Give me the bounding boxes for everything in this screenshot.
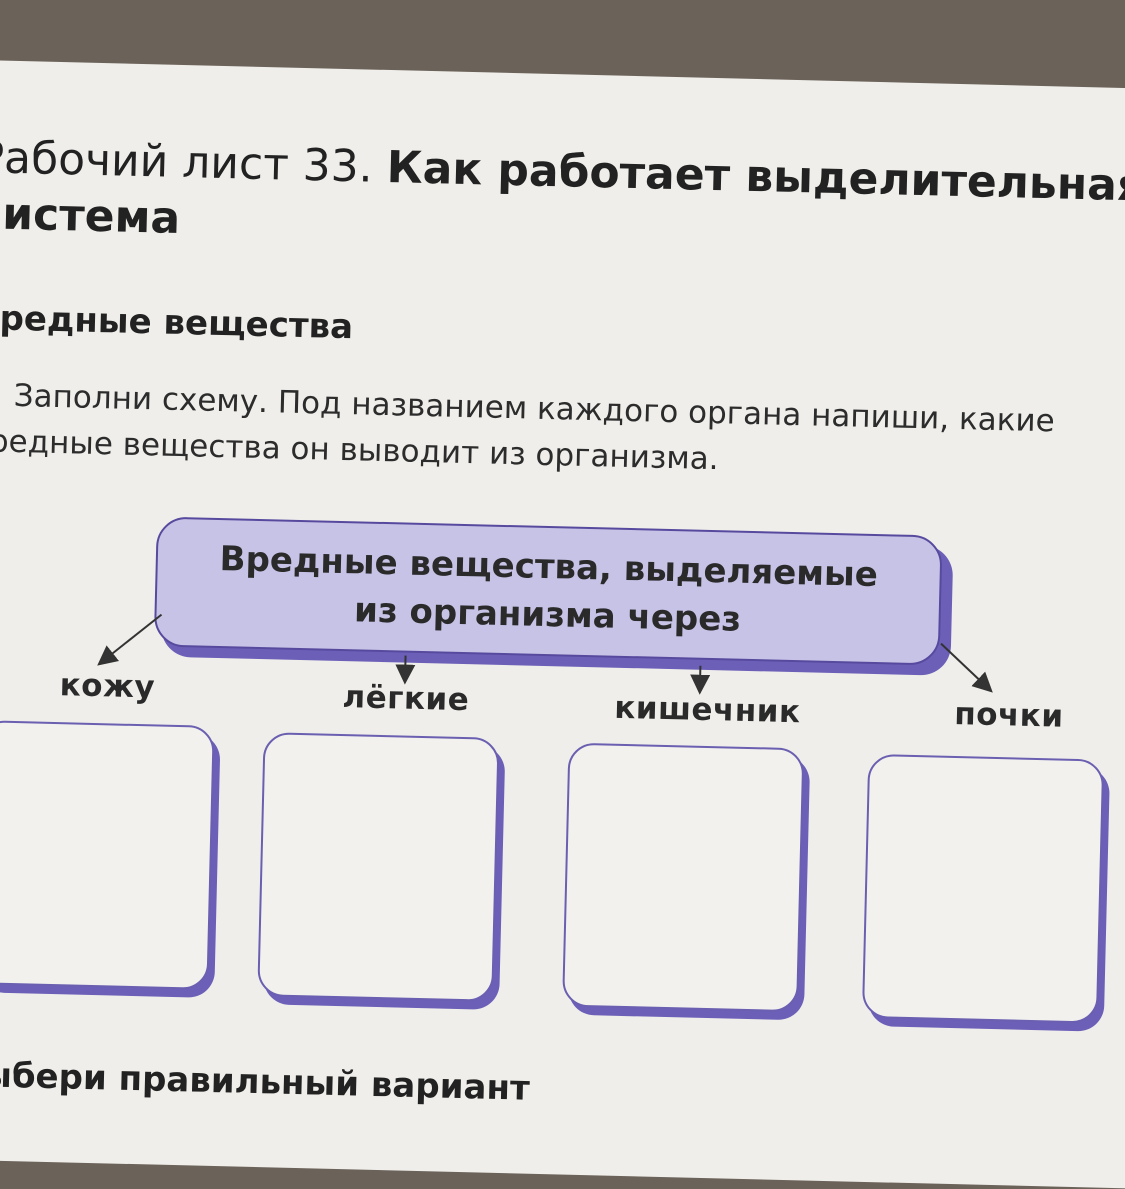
worksheet-page: Рабочий лист 33. Как работает выделитель… xyxy=(0,60,1125,1189)
answer-box-intestine[interactable] xyxy=(562,742,805,1013)
arrow-to-lungs xyxy=(395,655,416,685)
answer-box-lungs[interactable] xyxy=(257,732,500,1002)
answer-box-skin[interactable] xyxy=(0,720,215,990)
organ-label-lungs: лёгкие xyxy=(342,679,470,719)
next-task-heading: Выбери правильный вариант xyxy=(0,1054,531,1109)
arrow-to-intestine xyxy=(690,665,711,695)
organ-label-skin: кожу xyxy=(59,667,156,706)
arrow-to-skin xyxy=(97,613,163,666)
organ-label-kidneys: почки xyxy=(953,696,1064,735)
diagram-arrows xyxy=(97,613,993,695)
organ-label-intestine: кишечник xyxy=(613,689,801,731)
arrow-to-kidneys xyxy=(940,642,993,693)
answer-box-kidneys[interactable] xyxy=(861,753,1105,1024)
